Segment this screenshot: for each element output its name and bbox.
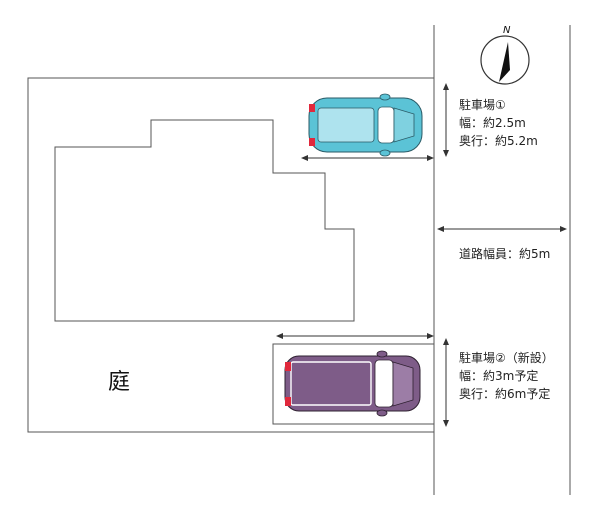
dimension-arrow-parking-1-width xyxy=(443,83,449,157)
parking-1-width: 幅：約2.5m xyxy=(459,116,526,130)
house-outline xyxy=(54,119,355,322)
compass-icon xyxy=(480,35,530,85)
parking-2-depth: 奥行：約6m予定 xyxy=(459,387,551,401)
parking-2-width: 幅：約3m予定 xyxy=(459,369,539,383)
garden-label: 庭 xyxy=(108,370,131,395)
parking-2-space xyxy=(272,343,435,425)
dimension-arrow-parking-2-depth xyxy=(276,333,434,339)
road-width-label: 道路幅員：約5m xyxy=(459,247,551,261)
parking-1-title: 駐車場① xyxy=(459,98,506,112)
parking-1-depth: 奥行：約5.2m xyxy=(459,134,538,148)
dimension-arrow-road-width xyxy=(437,226,567,232)
parking-2-title: 駐車場②（新設） xyxy=(459,351,554,365)
dimension-arrow-parking-2-width xyxy=(443,338,449,427)
car-icon-parking-1 xyxy=(308,93,423,157)
car-icon-parking-2 xyxy=(284,350,421,417)
dimension-arrow-parking-1-depth xyxy=(301,155,434,161)
compass-north-label: N xyxy=(503,25,511,36)
